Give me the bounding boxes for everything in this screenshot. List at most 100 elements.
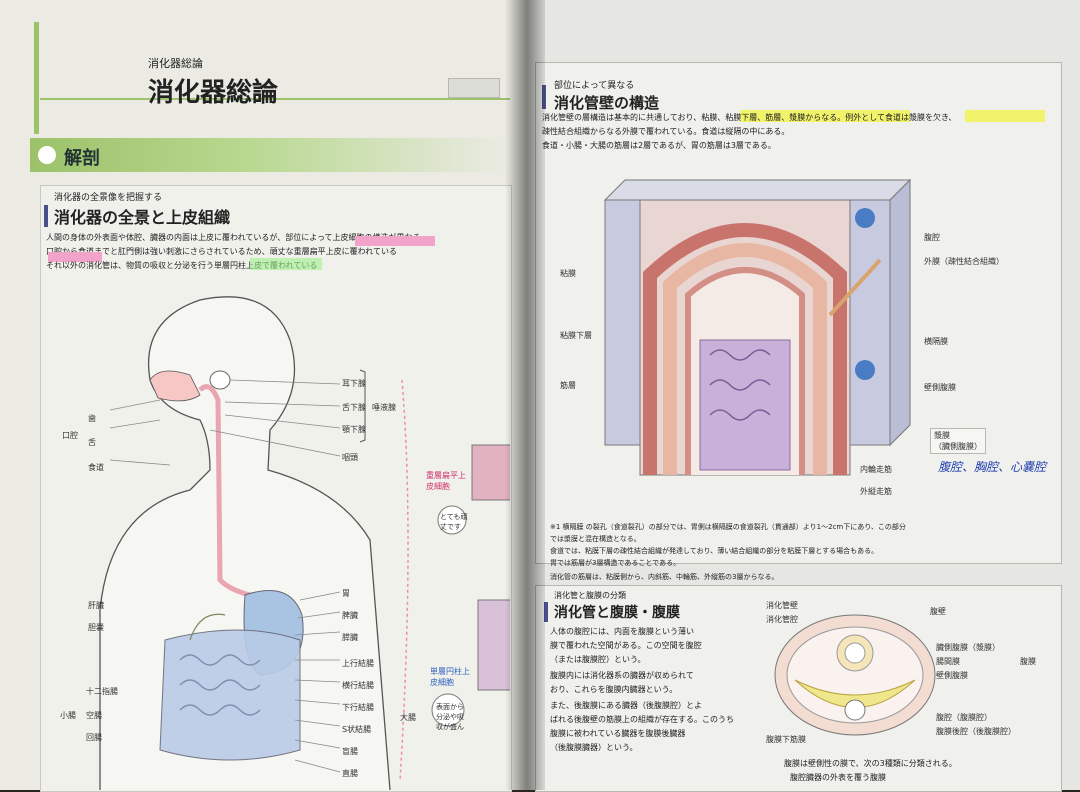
box1-caption: 消化器の全景像を把握する [54, 193, 163, 203]
box3-text-1: 人体の腹腔には、内面を腹膜という薄い [550, 627, 694, 636]
highlight-yellow-2 [965, 110, 1045, 122]
bottom-note-2: 腹腔臓器の外表を覆う腹膜 [790, 773, 886, 782]
cross-label-d: 臓側腹膜（漿膜） [936, 643, 1000, 652]
right-page: 部位によって異なる 消化管壁の構造 消化管壁の層構造は基本的に共通しており、粘膜… [520, 0, 1080, 792]
bullet-2: 口腔から食道までと肛門側は強い刺激にさらされているため、頑丈な重層扁平上皮に覆わ… [46, 247, 397, 256]
left-page: 消化器総論 消化器総論 解剖 消化器の全景像を把握する 消化器の全景と上皮組織 … [0, 0, 530, 792]
box3-text-8: 腹膜に被われている臓器を腹膜後臓器 [550, 729, 686, 738]
note-line-3: 食道では、粘膜下層の疎性結合組織が発達しており、薄い結合組織の部分を粘膜下層とす… [550, 547, 879, 555]
digestive-system-illustration [99, 296, 510, 790]
box2-marker [542, 85, 546, 109]
box3-text-6: また、後腹膜にある臓器（後腹膜腔）とよ [550, 701, 702, 710]
label-spleen: 脾臓 [342, 611, 358, 620]
box3-text-3: （または腹膜腔）という。 [550, 655, 646, 664]
label-tongue: 舌 [88, 438, 96, 447]
page-title: 消化器総論 [148, 78, 279, 108]
label-large-intestine: 大腸 [400, 713, 416, 722]
wall-bullet-2: 疎性結合組織からなる外膜で覆われている。食道は縦隔の中にある。 [542, 127, 790, 136]
handwritten-note: 腹腔、胸腔、心嚢腔 [938, 460, 1047, 474]
label-pharynx: 咽頭 [342, 453, 358, 462]
wall-right-1: 腹腔 [924, 233, 940, 242]
box3-text-7: ばれる後腹壁の筋膜上の組織が存在する。このうち [550, 715, 734, 724]
box1-marker [44, 205, 48, 227]
box3-text-5: おり、これらを腹膜内臓器という。 [550, 685, 678, 694]
cross-label-a: 消化管壁 [766, 601, 798, 610]
wall-right-2: 外膜（疎性結合組織） [924, 257, 1004, 266]
cross-label-f: 壁側腹膜 [936, 671, 968, 680]
accent-bar-vertical [34, 22, 39, 134]
label-tooth: 歯 [88, 414, 96, 423]
wall-right-3: 横隔膜 [924, 337, 948, 346]
highlight-green-1 [250, 258, 322, 270]
label-columnar: 単層円柱上皮細胞 [430, 667, 470, 687]
wall-right-5: 内輪走筋 [860, 465, 892, 474]
box2-title: 消化管壁の構造 [554, 94, 660, 112]
section-dot [38, 146, 56, 164]
box1-title: 消化器の全景と上皮組織 [54, 208, 231, 227]
label-mouth: 口腔 [62, 431, 78, 440]
box3-caption: 消化管と腹膜の分類 [554, 591, 626, 600]
label-pancreas: 膵臓 [342, 633, 358, 642]
serosa-inset: 漿膜 （臓側腹膜） [930, 428, 986, 454]
note-line-4: 胃では筋層が3層構造であることである。 [550, 559, 681, 567]
label-cecum: 盲腸 [342, 747, 358, 756]
inset-line-2: （臓側腹膜） [934, 442, 982, 451]
cross-label-g: 腹膜 [1020, 657, 1036, 666]
cross-label-c: 腹壁 [930, 607, 946, 616]
label-ascending: 上行結腸 [342, 659, 374, 668]
label-gallbladder: 胆嚢 [88, 623, 104, 632]
cross-label-j: 腹膜下筋膜 [766, 735, 806, 744]
wall-right-4: 壁側腹膜 [924, 383, 956, 392]
wall-bullet-3: 食道・小腸・大腸の筋層は2層であるが、胃の筋層は3層である。 [542, 141, 776, 150]
label-liver: 肝臓 [88, 601, 104, 610]
label-duodenum: 十二指腸 [86, 687, 118, 696]
cross-label-b: 消化管腔 [766, 615, 798, 624]
section-band [30, 138, 510, 172]
label-descending: 下行結腸 [342, 703, 374, 712]
box3-title: 消化管と腹膜・腹膜 [554, 605, 680, 621]
bullet-1: 人間の身体の外表面や体腔、臓器の内面は上皮に覆われているが、部位によって上皮細胞… [46, 233, 421, 242]
running-head: 消化器総論 [148, 57, 203, 70]
wall-left-sub: 粘膜下層 [560, 331, 592, 340]
book-gutter [505, 0, 545, 790]
note-line-5: 消化管の筋層は、粘膜側から、内斜筋、中輪筋、外縦筋の3層からなる。 [550, 573, 779, 581]
note-line-2: では漿膜と混在構造となる。 [550, 535, 641, 543]
wall-bullet-1: 消化管壁の層構造は基本的に共通しており、粘膜、粘膜下層、筋層、漿膜からなる。例外… [542, 113, 957, 122]
box2-caption: 部位によって異なる [554, 81, 635, 91]
label-sublingual: 舌下腺 [342, 403, 366, 412]
label-sigmoid: S状結腸 [342, 725, 372, 734]
inset-line-1: 漿膜 [934, 431, 950, 440]
bottom-note: 腹膜は壁側性の膜で、次の3種類に分類される。 [784, 759, 957, 768]
label-stomach: 胃 [342, 589, 350, 598]
highlight-pink-1 [48, 252, 102, 262]
label-ileum: 回腸 [86, 733, 102, 742]
cross-label-i: 腹膜後腔（後腹膜腔） [936, 727, 1016, 736]
box3-text-9: （後腹膜臓器）という。 [550, 743, 638, 752]
wall-left-muscle: 筋層 [560, 381, 576, 390]
box3-text-4: 腹膜内には消化器系の臓器が収められて [550, 671, 694, 680]
peritoneum-cross-section-illustration [774, 614, 936, 736]
section-badge: 解剖 [64, 148, 100, 169]
label-rectum: 直腸 [342, 769, 358, 778]
accent-line [40, 98, 510, 100]
wall-left-mucosa: 粘膜 [560, 269, 576, 278]
bullet-3: それ以外の消化管は、物質の吸収と分泌を行う単層円柱上皮で覆われている [46, 261, 318, 270]
label-parotid: 耳下腺 [342, 379, 366, 388]
label-tough: とても頑丈です [440, 513, 468, 531]
highlight-yellow-1 [740, 110, 910, 122]
label-submandibular: 顎下腺 [342, 425, 366, 434]
wall-cross-section-illustration [603, 178, 912, 476]
label-esophagus: 食道 [88, 463, 104, 472]
label-columnar-note: 表面から分泌や吸収が盛ん [436, 703, 464, 731]
label-small-intestine: 小腸 [60, 711, 76, 720]
label-squamous: 重層扁平上皮細胞 [426, 471, 466, 491]
wall-right-6: 外縦走筋 [860, 487, 892, 496]
author-tag [448, 78, 500, 98]
label-salivary: 唾液腺 [372, 403, 396, 412]
label-transverse: 横行結腸 [342, 681, 374, 690]
highlight-pink-2 [355, 236, 435, 246]
box3-marker [544, 602, 548, 622]
note-line-1: ※1 横隔膜 の裂孔（食道裂孔）の部分では、胃側は横隔膜の食道裂孔（貫通部）より… [550, 523, 906, 531]
cross-label-h: 腹腔（腹膜腔） [936, 713, 992, 722]
label-jejunum: 空腸 [86, 711, 102, 720]
